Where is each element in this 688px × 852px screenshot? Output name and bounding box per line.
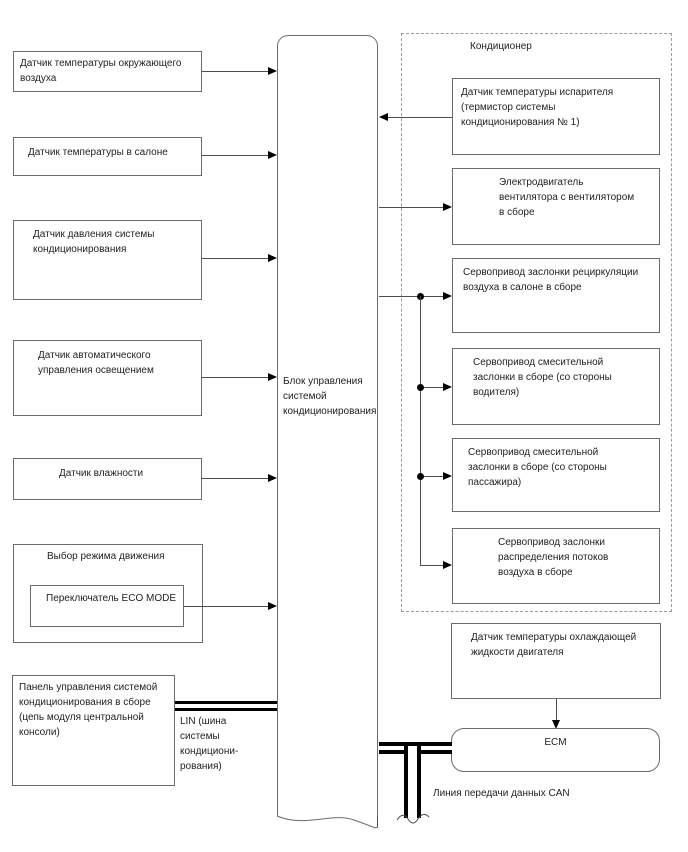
junction-dot-mix-driver (417, 384, 424, 391)
group-air-conditioner-label: Кондиционер (470, 41, 532, 52)
node-label: Электродвигатель вентилятора с вентилято… (499, 177, 635, 218)
arrow-air-distribution-servo-icon (443, 561, 452, 569)
node-ac-pressure-sensor: Датчик давления системы кондиционировани… (13, 220, 202, 300)
line-servo-branch (420, 296, 421, 566)
node-blower-motor: Электродвигатель вентилятора с вентилято… (452, 168, 660, 245)
line-air-distribution-servo (421, 565, 443, 566)
node-label: Датчик температуры в салоне (28, 147, 168, 158)
central-box-right-edge-extension (377, 816, 378, 827)
node-mix-servo-driver: Сервопривод смесительной заслонки в сбор… (452, 348, 660, 425)
line-recirculation-servo (379, 296, 443, 297)
node-label: Сервопривод заслонки рециркуляции воздух… (463, 267, 639, 293)
line-eco-mode (184, 606, 269, 607)
line-coolant-to-ecm (556, 699, 557, 720)
line-humidity (202, 478, 269, 479)
node-label: ECM (544, 737, 567, 748)
node-label: Сервопривод смесительной заслонки в сбор… (468, 447, 607, 488)
node-ecm: ECM (451, 728, 660, 772)
node-label: Датчик автоматического управления освеще… (38, 350, 154, 376)
node-recirculation-servo: Сервопривод заслонки рециркуляции воздух… (452, 258, 660, 333)
group-air-conditioner (401, 33, 672, 612)
line-ac-pressure (202, 258, 269, 259)
arrow-auto-light-icon (268, 373, 277, 381)
node-label: Датчик давления системы кондиционировани… (33, 229, 155, 255)
node-air-distribution-servo: Сервопривод заслонки распределения поток… (452, 528, 660, 604)
line-blower-motor (379, 207, 443, 208)
arrow-coolant-to-ecm-icon (552, 720, 560, 729)
can-bus-vertical (404, 746, 421, 818)
arrow-blower-motor-icon (443, 203, 452, 211)
node-auto-light-control-sensor: Датчик автоматического управления освеще… (13, 340, 202, 416)
node-mix-servo-passenger: Сервопривод смесительной заслонки в сбор… (452, 438, 660, 512)
arrow-mix-servo-driver-icon (443, 383, 452, 391)
node-cabin-temp-sensor: Датчик температуры в салоне (13, 137, 202, 176)
node-label: Датчик температуры охлаждающей жидкости … (471, 632, 637, 658)
lin-bus-line (175, 701, 277, 711)
node-ambient-temp-sensor: Датчик температуры окружающего воздуха (13, 51, 202, 92)
central-box-wavy-bottom (276, 815, 379, 829)
line-cabin-temp (202, 155, 269, 156)
node-label: Выбор режима движения (47, 551, 165, 562)
node-humidity-sensor: Датчик влажности (13, 458, 202, 500)
junction-dot-mix-passenger (417, 473, 424, 480)
can-bus-label: Линия передачи данных CAN (433, 788, 570, 799)
node-eco-mode-switch: Переключатель ECO MODE (30, 585, 184, 627)
arrow-cabin-temp-icon (268, 151, 277, 159)
arrow-humidity-icon (268, 474, 277, 482)
node-drive-mode-select: Выбор режима движения Переключатель ECO … (13, 544, 203, 643)
node-ac-control-unit: Блок управления системой кондиционирован… (277, 35, 378, 816)
arrow-recirculation-servo-icon (443, 292, 452, 300)
lin-bus-label: LIN (шина системы кондициони- рования) (180, 716, 239, 772)
node-label: Датчик температуры окружающего воздуха (20, 58, 182, 84)
node-label: Блок управления системой кондиционирован… (283, 376, 377, 417)
line-mix-servo-driver (421, 387, 443, 388)
node-label: Сервопривод заслонки распределения поток… (498, 537, 609, 578)
node-coolant-temp-sensor: Датчик температуры охлаждающей жидкости … (451, 623, 661, 699)
arrow-ambient-temp-icon (268, 67, 277, 75)
arrow-eco-mode-icon (268, 602, 277, 610)
node-ac-control-panel: Панель управления системой кондициониров… (12, 675, 175, 786)
node-label: Сервопривод смесительной заслонки в сбор… (473, 357, 612, 398)
node-label: Датчик температуры испарителя (термистор… (461, 87, 614, 128)
node-evaporator-temp-sensor: Датчик температуры испарителя (термистор… (452, 78, 660, 155)
line-mix-servo-passenger (421, 476, 443, 477)
arrow-ac-pressure-icon (268, 254, 277, 262)
line-evaporator-temp (387, 117, 452, 118)
node-label: Панель управления системой кондициониров… (19, 682, 158, 738)
node-label: Переключатель ECO MODE (46, 593, 176, 604)
line-ambient-temp (202, 71, 269, 72)
arrow-mix-servo-passenger-icon (443, 472, 452, 480)
can-bus-break-wave (396, 813, 430, 824)
arrow-evaporator-temp-icon (379, 113, 388, 121)
node-label: Датчик влажности (59, 468, 144, 479)
line-auto-light (202, 377, 269, 378)
